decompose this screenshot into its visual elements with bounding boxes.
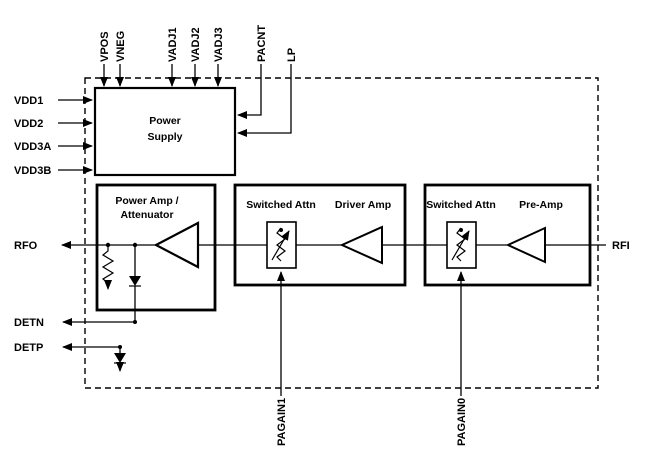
block-labels: Power Supply Power Amp / Attenuator Swit… (115, 115, 562, 221)
power-amp-internals (62, 242, 141, 326)
junction-dot (459, 228, 463, 232)
power-amp-label-line1: Power Amp / (115, 195, 178, 207)
variable-arrow-icon (451, 230, 470, 261)
top-pin-wires (100, 64, 292, 137)
attenuator-box (266, 221, 297, 269)
bottom-pin-wires (277, 271, 465, 396)
junction-dot (279, 228, 283, 232)
left-pin-wires (58, 96, 93, 174)
variable-arrow-icon (271, 230, 290, 261)
pin-label-vadj3: VADJ3 (213, 27, 225, 62)
pin-label-rfi: RFI (612, 240, 630, 252)
pin-label-vneg: VNEG (115, 31, 127, 62)
pin-wire-lp (237, 64, 292, 137)
driver-attenuator (266, 221, 297, 269)
pin-label-detp: DETP (14, 342, 43, 354)
pin-wire-pacnt (237, 64, 262, 119)
power-amp-label-line2: Attenuator (120, 209, 173, 221)
pin-labels: VPOS VNEG VADJ1 VADJ2 VADJ3 PACNT LP VDD… (14, 25, 630, 446)
pin-label-vadj1: VADJ1 (167, 27, 179, 62)
pin-label-vpos: VPOS (99, 31, 111, 62)
variable-resistor-icon (276, 227, 286, 262)
pin-label-pacnt: PACNT (256, 25, 268, 62)
pin-label-vdd3a: VDD3A (14, 141, 51, 153)
pin-label-vdd2: VDD2 (14, 118, 43, 130)
driver-amp-label: Driver Amp (335, 199, 391, 211)
diode-icon (129, 276, 141, 286)
detp-branch (62, 343, 126, 372)
power-supply-block (93, 86, 237, 177)
pin-label-vdd3b: VDD3B (14, 165, 51, 177)
driver-attn-label: Switched Attn (246, 199, 316, 211)
power-supply-label-line1: Power (149, 115, 181, 127)
pre-amp-label: Pre-Amp (519, 199, 563, 211)
resistor-icon (101, 245, 115, 284)
pin-label-rfo: RFO (14, 240, 38, 252)
pin-label-vadj2: VADJ2 (190, 27, 202, 62)
pre-attenuator (446, 221, 477, 269)
variable-resistor-icon (456, 227, 466, 262)
pin-label-pagain1: PAGAIN1 (276, 398, 288, 446)
power-supply-label-line2: Supply (147, 131, 182, 143)
pin-label-pagain0: PAGAIN0 (456, 398, 468, 446)
driver-amp-triangle-icon (339, 225, 383, 265)
diode-icon (114, 353, 126, 363)
pin-label-lp: LP (286, 48, 298, 62)
pin-label-vdd1: VDD1 (14, 95, 43, 107)
junction-dot (133, 320, 137, 324)
power-amp-triangle-icon (153, 221, 200, 269)
pin-label-detn: DETN (14, 317, 44, 329)
pre-amp-triangle-icon (505, 226, 546, 264)
pre-attn-label: Switched Attn (426, 199, 496, 211)
chip-boundary (84, 77, 599, 389)
